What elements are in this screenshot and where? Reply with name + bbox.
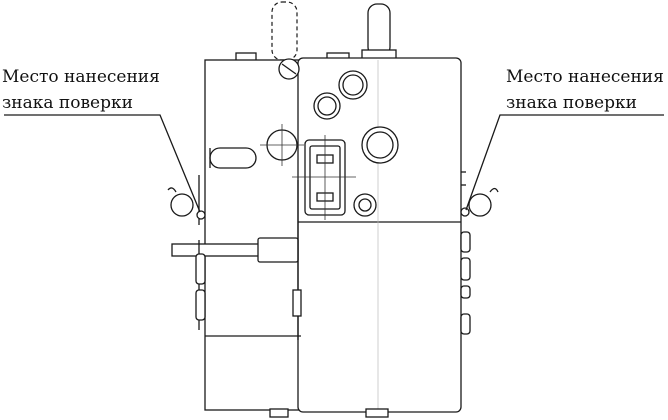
left-rail-2 [195,289,206,321]
side-slot [209,147,257,169]
leader-right [465,114,664,211]
cable-gland [257,237,299,263]
top-knob [367,3,391,57]
left-rail-1 [195,253,206,285]
seal-left [170,193,194,217]
callout-right-line2: знака поверки [506,93,637,113]
mid-tab [292,289,302,317]
cable [171,243,267,257]
callout-left-line2: знака поверки [2,93,133,113]
seal-left-anchor [196,210,206,220]
right-rail-3 [460,285,471,299]
callout-left-line1: Место нанесения [2,67,160,87]
seal-right [468,193,492,217]
leader-left [4,114,201,213]
right-rail-4 [460,313,471,335]
right-rail-2 [460,257,471,281]
small-knob [353,193,377,217]
bottom-foot-right [365,408,389,418]
seal-right-anchor [460,207,470,217]
callout-right-line1: Место нанесения [506,67,664,87]
right-rail-1 [460,231,471,253]
callout-right: Место нанесения знака поверки [506,64,664,116]
callout-left: Место нанесения знака поверки [2,64,160,116]
rear-housing [204,59,302,411]
bottom-foot-left [269,408,289,418]
dashed-knob [271,1,298,61]
